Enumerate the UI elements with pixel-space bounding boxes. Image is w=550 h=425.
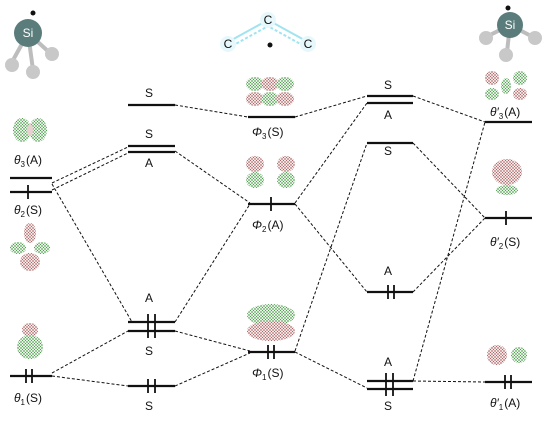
radical-dot	[505, 5, 511, 11]
label-theta2p: θ′2(S)	[490, 235, 520, 251]
si-atom	[14, 19, 42, 47]
right-si-label: Si	[505, 18, 516, 32]
orbital-phi2-icon	[246, 156, 295, 188]
label-left-bottom-s: S	[145, 399, 153, 413]
electron-markers	[25, 185, 512, 396]
c-atom-right: C	[304, 37, 313, 51]
label-left-lower-a: A	[145, 291, 153, 305]
left-si-label: Si	[23, 26, 34, 40]
label-left-upper-a: A	[145, 156, 153, 170]
allyl-fragment: C C C	[220, 12, 316, 52]
label-phi3: Φ3(S)	[252, 125, 284, 141]
right-si-fragment: Si	[479, 5, 542, 62]
h-atom	[45, 47, 59, 61]
label-theta3p: θ′3(A)	[490, 105, 520, 121]
c-atom-middle: C	[264, 13, 273, 27]
orbital-theta1-icon	[17, 323, 43, 359]
orbital-theta3-icon	[13, 118, 47, 142]
energy-levels	[10, 94, 532, 391]
h-atom	[5, 58, 19, 72]
orbital-theta2-icon	[10, 223, 50, 271]
label-right-mid-a: A	[384, 264, 392, 278]
label-left-top-s: S	[145, 86, 153, 100]
orbital-theta3p-icon	[485, 71, 527, 100]
label-right-upper-s: S	[384, 144, 392, 158]
label-theta1: θ1(S)	[14, 391, 42, 407]
h-atom	[499, 48, 513, 62]
label-phi2: Φ2(A)	[252, 218, 284, 234]
correlation-lines	[51, 95, 486, 389]
label-left-upper-s: S	[145, 127, 153, 141]
label-right-low-a: A	[384, 355, 392, 369]
h-atom	[479, 31, 493, 45]
left-si-fragment: Si	[5, 10, 59, 79]
label-right-top-s: S	[384, 78, 392, 92]
h-atom	[528, 31, 542, 45]
radical-dot	[30, 10, 36, 16]
label-right-low-s: S	[384, 399, 392, 413]
orbital-phi1-icon	[247, 304, 295, 341]
label-right-top-a: A	[384, 108, 392, 122]
label-phi1: Φ1(S)	[252, 366, 284, 382]
label-theta3: θ3(A)	[14, 153, 42, 169]
orbital-theta2p-icon	[492, 159, 522, 195]
orbital-theta1p-icon	[487, 345, 527, 365]
h-atom	[26, 65, 40, 79]
c-atom-left: C	[224, 37, 233, 51]
label-theta2: θ2(S)	[14, 203, 42, 219]
radical-dot	[267, 42, 273, 48]
orbital-phi3-icon	[246, 77, 294, 106]
label-left-lower-s: S	[145, 344, 153, 358]
si-atom	[497, 12, 523, 38]
label-theta1p: θ′1(A)	[490, 396, 520, 412]
